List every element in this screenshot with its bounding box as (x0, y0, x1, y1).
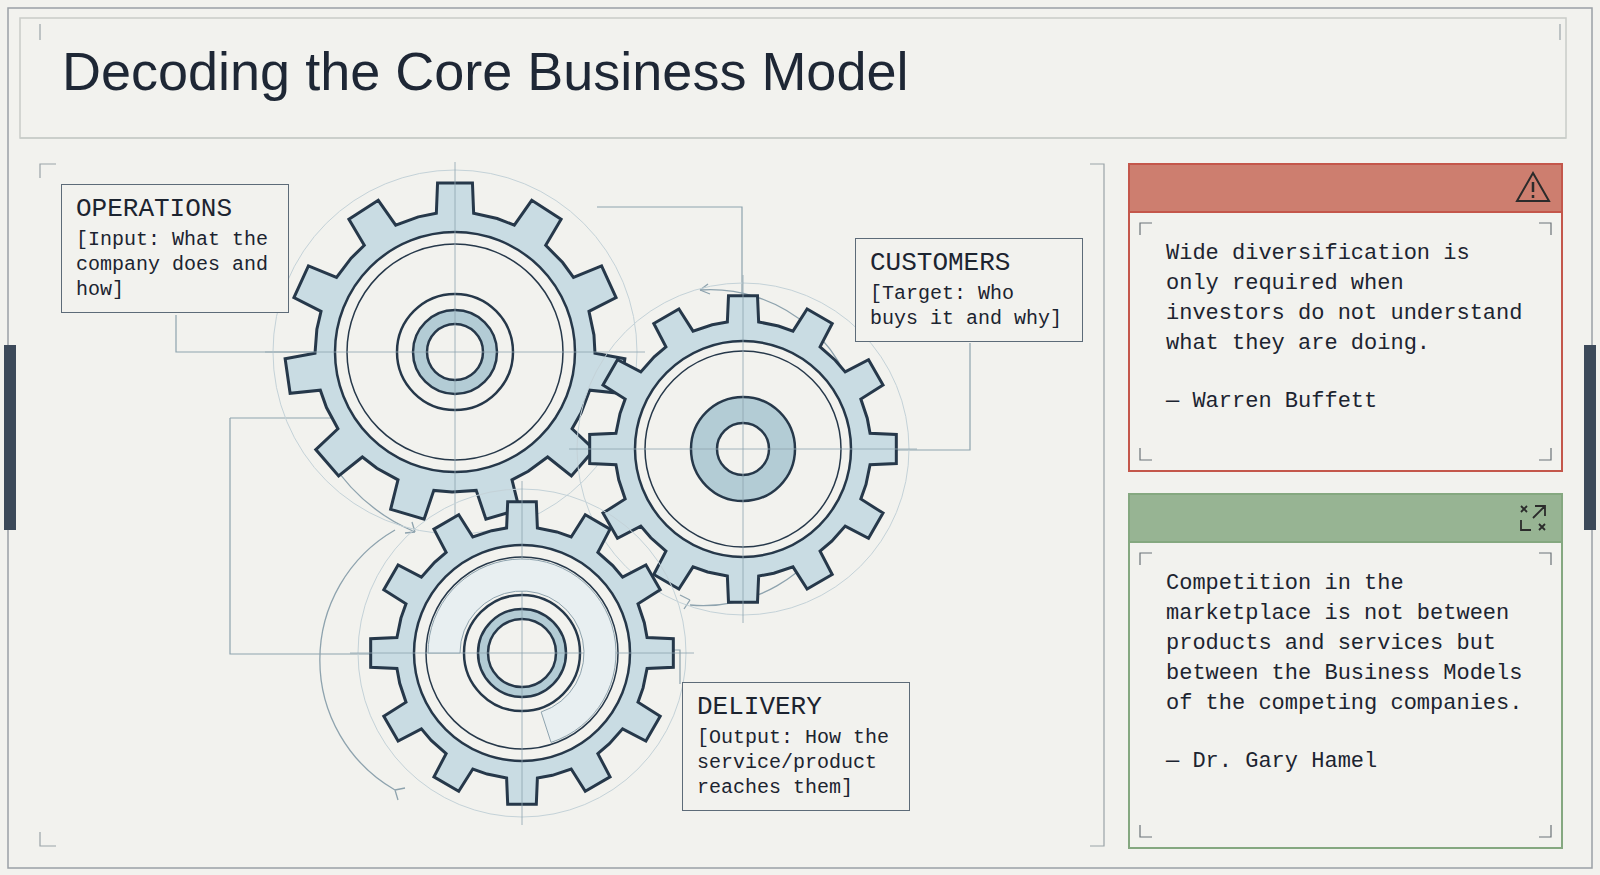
quote-attribution: — Dr. Gary Hamel (1166, 747, 1531, 777)
operations-label: OPERATIONS[Input: What the company does … (61, 184, 289, 313)
quote-attribution: — Warren Buffett (1166, 387, 1531, 417)
label-heading: OPERATIONS (76, 193, 276, 225)
panel-body: Competition in the marketplace is not be… (1130, 543, 1561, 847)
warning-icon (1513, 168, 1553, 208)
label-body: [Input: What the company does and how] (76, 227, 276, 302)
title: Decoding the Core Business Model (62, 40, 908, 102)
corner-mark (1140, 553, 1152, 565)
label-body: [Target: Who buys it and why] (870, 281, 1070, 331)
label-heading: CUSTOMERS (870, 247, 1070, 279)
gear-segment (428, 559, 616, 742)
gear (265, 162, 645, 542)
corner-mark (1140, 553, 1551, 837)
gear-axis (265, 162, 645, 542)
label-heading: DELIVERY (697, 691, 897, 723)
expand-icon (1513, 498, 1553, 538)
corner-mark (1140, 223, 1551, 460)
delivery-label: DELIVERY[Output: How the service/product… (682, 682, 910, 811)
quote-panel-insight: Competition in the marketplace is not be… (1128, 493, 1563, 849)
customers-label: CUSTOMERS[Target: Who buys it and why] (855, 238, 1083, 342)
label-body: [Output: How the service/product reaches… (697, 725, 897, 800)
panel-body: Wide diversification is only required wh… (1130, 213, 1561, 470)
quote-panel-warning: Wide diversification is only required wh… (1128, 163, 1563, 472)
panel-header (1130, 165, 1561, 213)
corner-mark (1140, 223, 1152, 235)
panel-header (1130, 495, 1561, 543)
gear-axis (350, 481, 694, 825)
quote-text: Competition in the marketplace is not be… (1166, 569, 1531, 719)
frame-lines (8, 8, 1592, 868)
quote-text: Wide diversification is only required wh… (1166, 239, 1531, 359)
gear (350, 481, 694, 825)
